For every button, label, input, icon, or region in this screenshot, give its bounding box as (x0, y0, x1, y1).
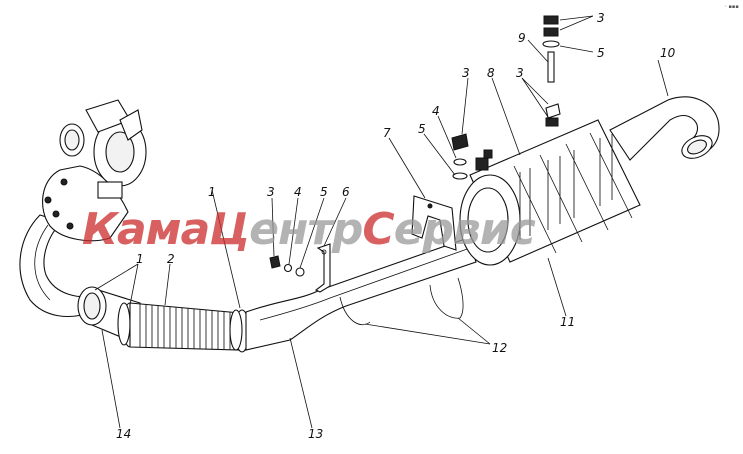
nut-washer-set-upper (451, 133, 469, 180)
turbocharger (42, 99, 147, 242)
watermark-part-5: ервис (394, 204, 536, 255)
intermediate-pipe-13 (245, 237, 477, 351)
watermark-part-2: Ц (209, 204, 249, 255)
callout-label: 1 (136, 252, 144, 266)
watermark-part-3: ентр (249, 204, 362, 255)
tailpipe-10 (609, 96, 720, 161)
bracket-6 (314, 243, 331, 293)
leader-lines (94, 15, 669, 429)
callout-label: 6 (342, 185, 350, 199)
callout-label: 2 (167, 252, 175, 266)
callout-label: 11 (560, 315, 575, 329)
hanger-12 (339, 277, 464, 326)
callout-label: 13 (308, 427, 323, 441)
watermark: КамаЦентрСервис (82, 204, 536, 255)
callout-label: 4 (432, 104, 440, 118)
callout-label: 12 (492, 341, 507, 355)
callout-label: 7 (383, 126, 391, 140)
nut-washer-set-lower (269, 255, 305, 277)
callout-label: 5 (418, 122, 426, 136)
callout-label: 4 (294, 185, 302, 199)
callout-label: 1 (208, 185, 216, 199)
callout-label: 5 (597, 46, 605, 60)
watermark-part-1: Кама (82, 204, 209, 255)
callout-label: 3 (267, 185, 275, 199)
callout-label: 10 (660, 46, 676, 60)
flex-hose-2 (129, 302, 241, 351)
watermark-part-4: С (362, 204, 394, 255)
callout-label: 8 (487, 66, 495, 80)
callout-label: 14 (116, 427, 131, 441)
callout-label: 3 (597, 11, 605, 25)
muffler-11 (459, 119, 641, 266)
corner-mark: ◦ ▪▪▪ (724, 4, 739, 10)
callout-label: 3 (462, 66, 470, 80)
callout-label: 9 (518, 31, 526, 45)
bolt-9-assembly (542, 15, 561, 127)
callout-label: 5 (320, 185, 328, 199)
callout-label: 3 (516, 66, 524, 80)
callout-labels: 3 9 5 10 3 8 3 4 5 7 1 3 4 5 6 1 2 12 11… (116, 11, 676, 441)
bracket-7 (411, 195, 457, 251)
